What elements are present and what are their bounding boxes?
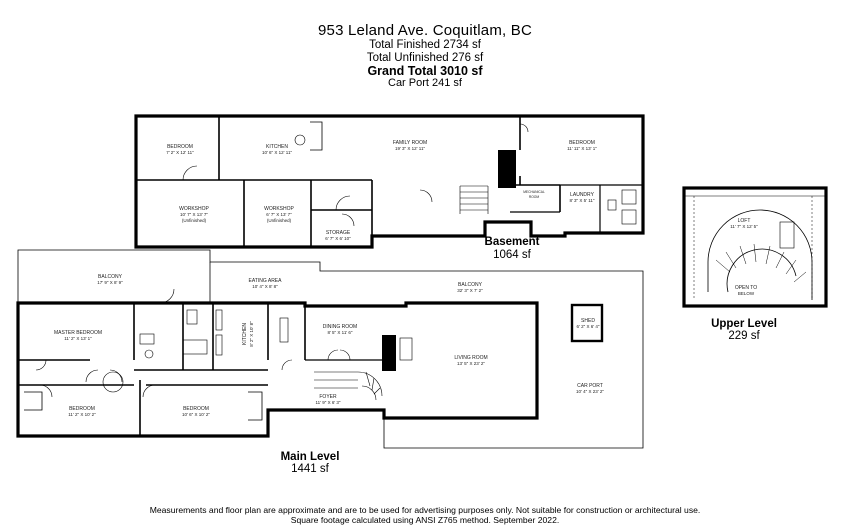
- basement-plan: [134, 114, 645, 249]
- room-dim: 17' 9" X 8' 9": [97, 280, 123, 285]
- room-dim: 11' 9" X 6' 3": [315, 400, 340, 405]
- room-name: FAMILY ROOM: [393, 140, 427, 146]
- room-name: BEDROOM: [167, 144, 193, 150]
- room-dim: 6' 7" X 6' 10": [325, 236, 351, 241]
- main-level-area: 1441 sf: [291, 463, 330, 475]
- total-unfinished: Total Unfinished 276 sf: [366, 52, 484, 64]
- room-name: BEDROOM: [69, 406, 95, 412]
- room-name: BALCONY: [98, 274, 123, 280]
- total-finished: Total Finished 2734 sf: [369, 39, 481, 51]
- basement-title: Basement: [485, 236, 540, 248]
- room-dim: 11' 7" X 12' 5": [730, 224, 758, 229]
- room-dim: 11' 11" X 13' 1": [567, 146, 597, 151]
- room-name: OPEN TO: [735, 285, 757, 291]
- room-dim: 32' 3" X 7' 2": [457, 288, 483, 293]
- room-dim: 6' 7" X 13' 7": [266, 212, 292, 217]
- disclaimer-line-1: Measurements and floor plan are approxim…: [149, 505, 701, 515]
- main-level-labels: BALCONY 17' 9" X 8' 9" EATING AREA 10' 4…: [54, 274, 604, 475]
- room-dim: ROOM: [529, 195, 540, 199]
- room-name: EATING AREA: [249, 278, 283, 284]
- room-name: BEDROOM: [569, 140, 595, 146]
- room-dim: 8' 3" X 5' 11": [569, 198, 594, 203]
- room-name: BEDROOM: [183, 406, 209, 412]
- room-name: DINING ROOM: [323, 324, 357, 330]
- main-level-plan: [16, 249, 644, 449]
- room-note: (Unfinished): [267, 218, 292, 223]
- room-dim: 19' 3" X 12' 11": [395, 146, 426, 151]
- grand-total: Grand Total 3010 sf: [367, 64, 483, 78]
- upper-level-area: 229 sf: [728, 330, 760, 342]
- shed-plan: [570, 303, 604, 343]
- room-note: (Unfinished): [182, 218, 207, 223]
- room-name: STORAGE: [326, 230, 351, 236]
- room-name: WORKSHOP: [264, 206, 294, 212]
- main-level-title: Main Level: [281, 451, 340, 463]
- room-dim: 10' 4" X 8' 8": [252, 284, 278, 289]
- address-title: 953 Leland Ave. Coquitlam, BC: [318, 22, 532, 39]
- room-dim: 10' 4" X 23' 2": [576, 389, 604, 394]
- upper-level-title: Upper Level: [711, 318, 777, 330]
- room-name: SHED: [581, 318, 595, 324]
- room-dim: 8' 2" X 10' 8": [249, 321, 254, 347]
- room-name: LIVING ROOM: [454, 355, 487, 361]
- room-dim: 6' 2" X 6' 4": [577, 324, 600, 329]
- room-dim: 13' 5" X 23' 2": [457, 361, 485, 366]
- room-name: WORKSHOP: [179, 206, 209, 212]
- upper-level-labels: LOFT 11' 7" X 12' 5" OPEN TO BELOW Upper…: [711, 218, 777, 342]
- room-name: BALCONY: [458, 282, 483, 288]
- room-dim: 11' 2" X 10' 2": [68, 412, 96, 417]
- room-name: LAUNDRY: [570, 192, 594, 198]
- room-name: KITCHEN: [266, 144, 288, 150]
- disclaimer-line-2: Square footage calculated using ANSI Z76…: [290, 515, 560, 525]
- basement-area: 1064 sf: [493, 249, 532, 261]
- room-name: FOYER: [319, 394, 337, 400]
- room-name: CAR PORT: [577, 383, 603, 389]
- car-port-area: Car Port 241 sf: [388, 77, 462, 89]
- room-name: MECHANICAL: [523, 190, 545, 194]
- room-dim: 10' 7" X 13' 7": [180, 212, 208, 217]
- room-name: KITCHEN: [242, 323, 248, 345]
- room-dim: 10' 6" X 12' 11": [262, 150, 293, 155]
- room-dim: 10' 6" X 10' 2": [182, 412, 210, 417]
- room-name: LOFT: [738, 218, 751, 224]
- basement-labels: BEDROOM 7' 2" X 12' 11" KITCHEN 10' 6" X…: [166, 140, 597, 261]
- room-name: MASTER BEDROOM: [54, 330, 102, 336]
- room-dim: 7' 2" X 12' 11": [166, 150, 194, 155]
- room-dim: 11' 2" X 13' 1": [64, 336, 92, 341]
- upper-level-plan: [682, 186, 828, 308]
- room-dim: BELOW: [738, 291, 755, 296]
- room-dim: 8' 5" X 11' 6": [327, 330, 352, 335]
